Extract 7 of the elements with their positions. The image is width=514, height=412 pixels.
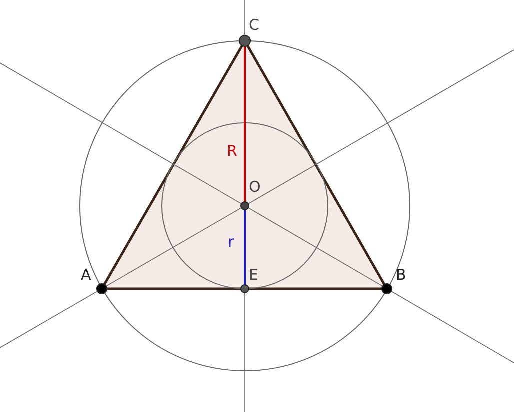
point-label: C <box>249 18 260 33</box>
radius-label: r <box>228 235 234 250</box>
point-label: B <box>396 268 406 283</box>
point-label: O <box>249 180 261 195</box>
point-label: E <box>249 268 258 283</box>
point-label: A <box>81 268 92 283</box>
radius-label: R <box>227 144 238 159</box>
